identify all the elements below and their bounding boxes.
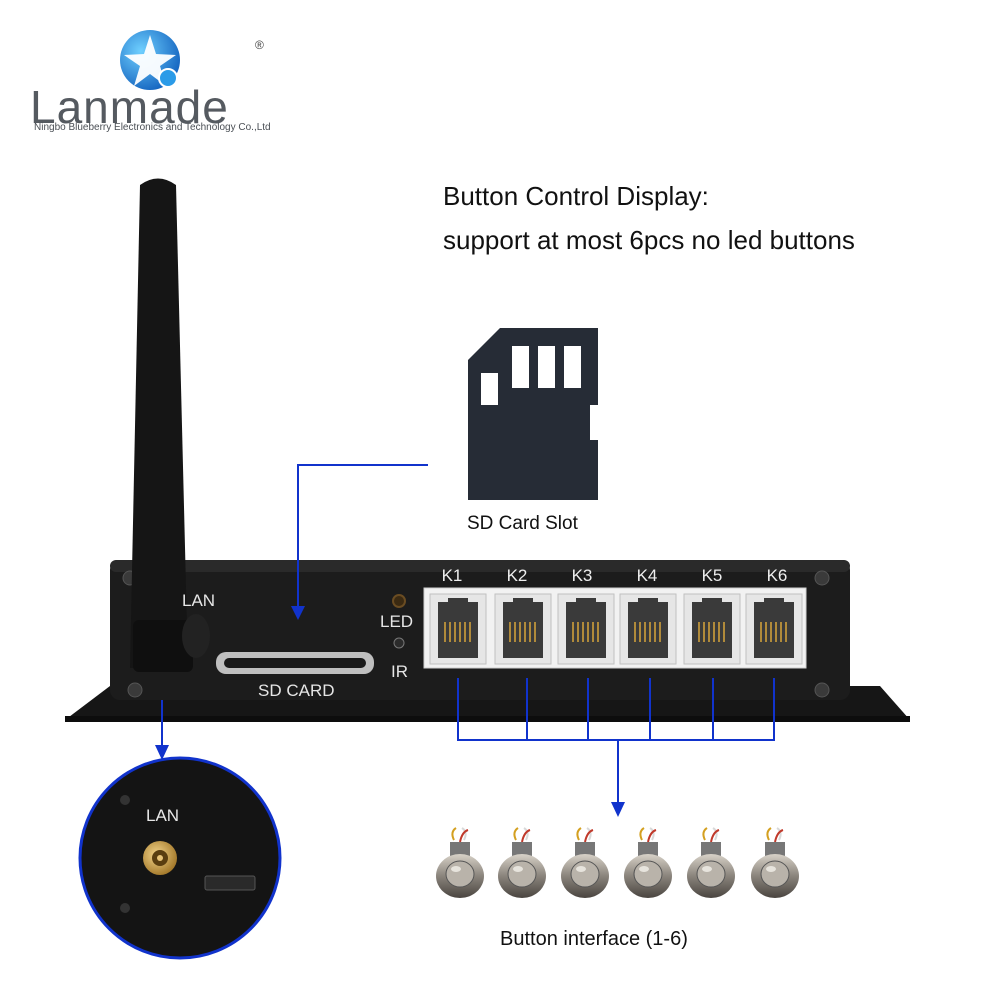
headline-line-1: Button Control Display: (443, 181, 709, 211)
port-label-k3: K3 (571, 566, 593, 585)
brand-subtitle: Ningbo Blueberry Electronics and Technol… (34, 122, 271, 133)
push-button-icon (498, 827, 546, 898)
lan-print: LAN (182, 591, 216, 610)
sd-card-print: SD CARD (258, 681, 335, 700)
push-button-icon (751, 827, 799, 898)
ir-print: IR (391, 662, 408, 681)
led-print: LED (380, 612, 414, 631)
sd-card-slot (216, 652, 374, 674)
rj11-port-k1[interactable] (429, 593, 487, 665)
port-label-k2: K2 (506, 566, 528, 585)
lan-inset-label: LAN (146, 806, 180, 825)
port-label-k6: K6 (766, 566, 788, 585)
sd-card-slot-label: SD Card Slot (467, 513, 578, 534)
rj11-port-k5[interactable] (683, 593, 741, 665)
push-button-icon (687, 827, 735, 898)
rj11-port-k3[interactable] (557, 593, 615, 665)
brand-logo-icon (120, 30, 180, 90)
push-button-icon (436, 827, 484, 898)
push-button-icon (561, 827, 609, 898)
headline-line-2: support at most 6pcs no led buttons (443, 225, 855, 255)
button-interface-label: Button interface (1-6) (500, 928, 688, 950)
sd-card-icon (468, 328, 598, 500)
rj11-port-group (429, 593, 803, 665)
rj11-port-k6[interactable] (745, 593, 803, 665)
port-label-k1: K1 (441, 566, 463, 585)
lan-inset (78, 756, 282, 960)
button-arrow-icon (611, 802, 625, 817)
rj11-port-k2[interactable] (494, 593, 552, 665)
led-indicator (392, 594, 406, 608)
sd-arrow-icon (291, 606, 305, 620)
rj11-port-k4[interactable] (619, 593, 677, 665)
registered-mark: ® (255, 38, 264, 52)
push-button-icon (624, 827, 672, 898)
lan-arrow-icon (155, 745, 169, 760)
port-label-k5: K5 (701, 566, 723, 585)
antenna (130, 178, 210, 672)
port-label-k4: K4 (636, 566, 658, 585)
push-button-group (436, 827, 799, 898)
ir-sensor (393, 637, 405, 649)
brand-name: Lanmade (30, 81, 229, 133)
callout-lines (161, 464, 775, 805)
